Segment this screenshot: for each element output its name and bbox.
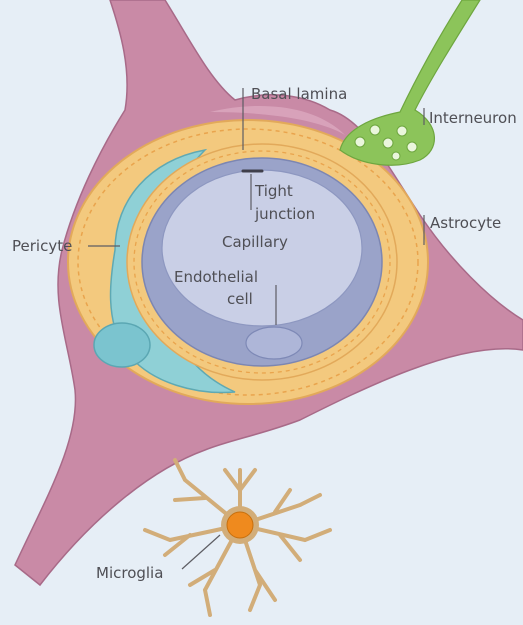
microglia-leader [182, 535, 220, 569]
label-astrocyte: Astrocyte [430, 214, 501, 232]
interneuron-cell [340, 0, 480, 165]
microglia-soma [221, 506, 259, 544]
label-tight-junction-2: junction [254, 205, 315, 223]
label-endothelial-2: cell [227, 290, 253, 308]
label-pericyte: Pericyte [12, 237, 72, 255]
label-endothelial-1: Endothelial [174, 268, 258, 286]
label-capillary: Capillary [222, 233, 288, 251]
label-interneuron: Interneuron [429, 109, 517, 127]
label-microglia: Microglia [96, 564, 163, 582]
label-basal-lamina: Basal lamina [251, 85, 347, 103]
label-tight-junction-1: Tight [254, 182, 293, 200]
